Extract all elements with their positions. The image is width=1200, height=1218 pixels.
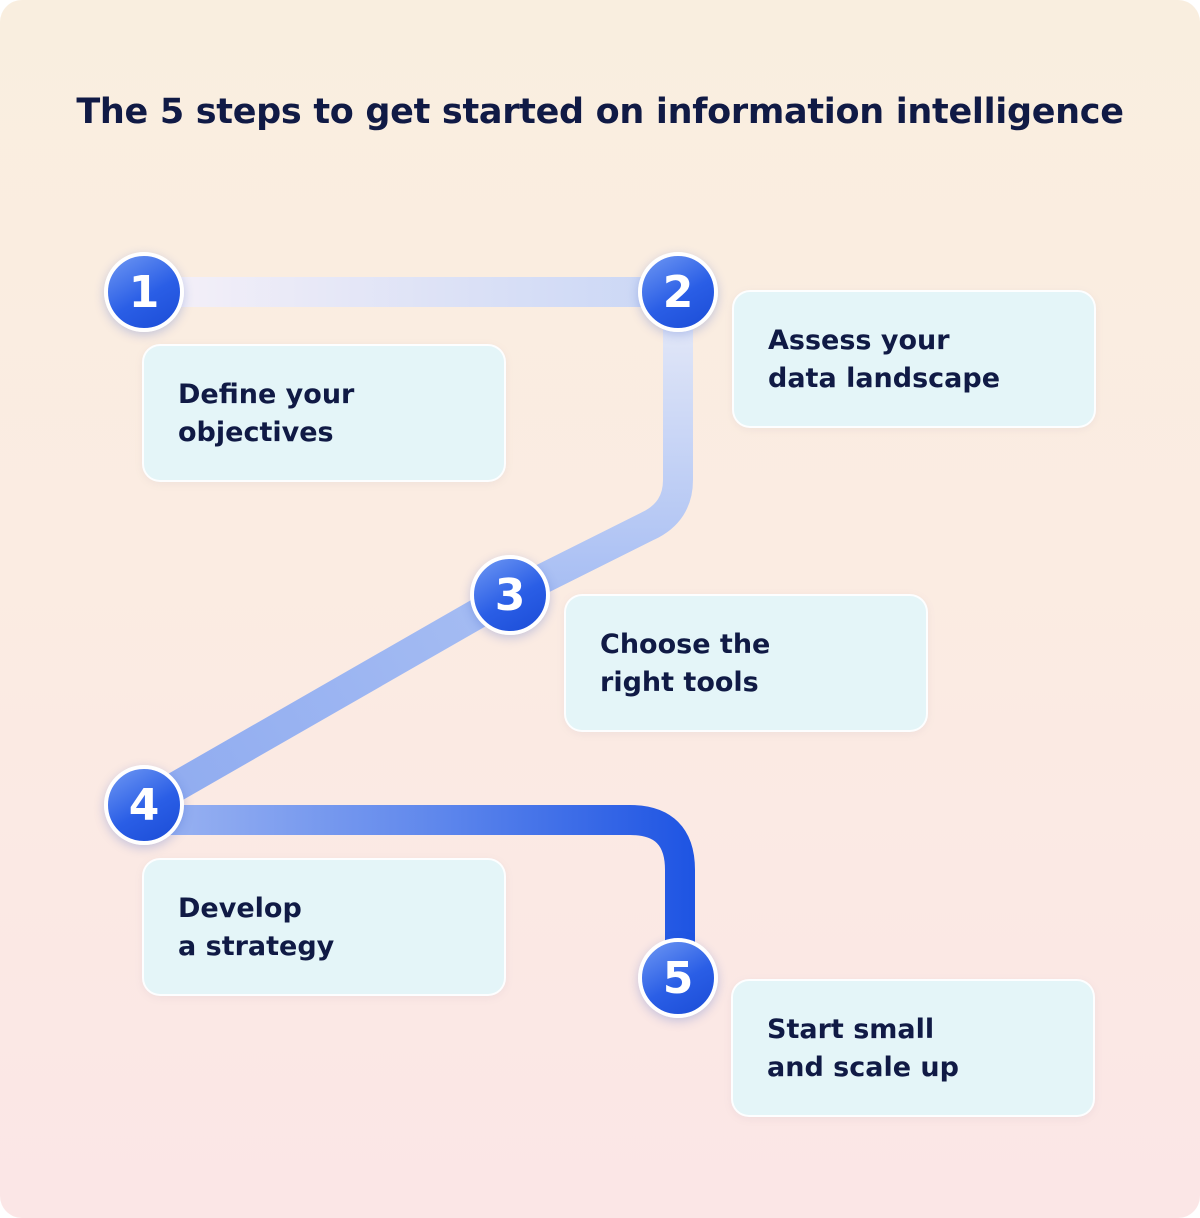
step-1-number-badge: 1 [104,252,184,332]
step-4-text-line-1: Develop [178,893,302,924]
step-2-text-line-2: data landscape [768,363,1001,394]
step-3-card: Choose the right tools [564,594,928,732]
step-1-text-line-2: objectives [178,417,334,448]
step-3-number-badge: 3 [470,555,550,635]
step-5-card: Start small and scale up [731,979,1095,1117]
step-2-text-line-1: Assess your [768,325,950,356]
step-5-text-line-1: Start small [767,1014,935,1045]
step-1-text-line-1: Define your [178,379,355,410]
page-title: The 5 steps to get started on informatio… [76,92,1124,132]
step-5-number-badge: 5 [638,938,718,1018]
step-3-text-line-2: right tools [600,667,759,698]
step-2-card: Assess your data landscape [732,290,1096,428]
step-4-number-badge: 4 [104,765,184,845]
step-3-text-line-1: Choose the [600,629,771,660]
step-5-text-line-2: and scale up [767,1052,959,1083]
step-1-card: Define your objectives [142,344,506,482]
step-4-card: Develop a strategy [142,858,506,996]
step-4-text-line-2: a strategy [178,931,335,962]
step-2-number-badge: 2 [638,252,718,332]
